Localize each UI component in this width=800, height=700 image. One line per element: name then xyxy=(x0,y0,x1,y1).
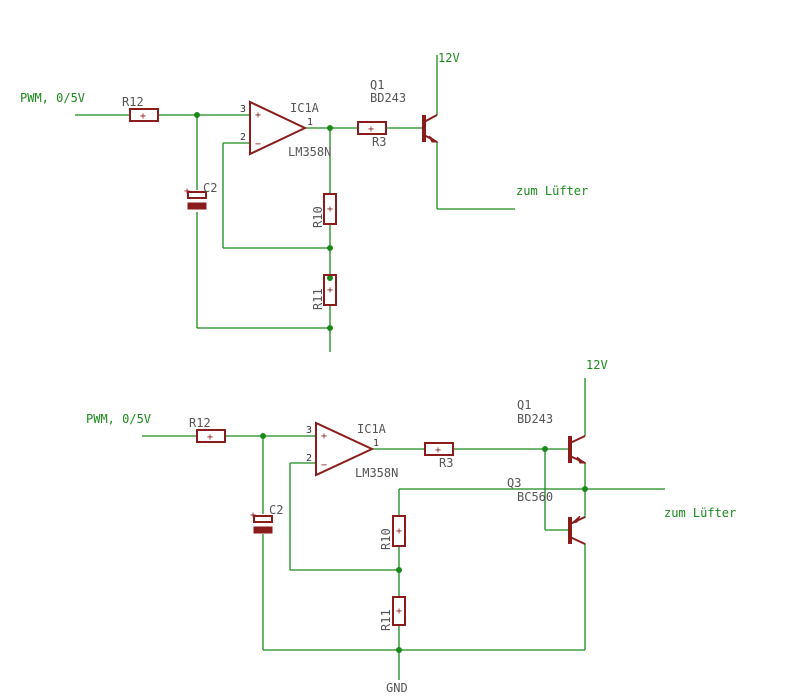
svg-text:+: + xyxy=(435,445,441,456)
svg-text:+: + xyxy=(255,110,261,121)
top-c2-label: C2 xyxy=(203,181,217,195)
bottom-q3-part-label: BC560 xyxy=(517,490,553,504)
top-resistor-r11: + xyxy=(323,274,337,306)
svg-text:−: − xyxy=(255,139,261,150)
top-q1-name-label: Q1 xyxy=(370,78,384,92)
svg-text:+: + xyxy=(327,204,333,215)
top-pin1-label: 1 xyxy=(307,117,313,128)
top-opamp-ic1a: + − xyxy=(249,100,308,156)
bottom-supply-label: 12V xyxy=(586,358,608,372)
bottom-opamp-ic1a: + − xyxy=(315,421,375,477)
top-input-label: PWM, 0/5V xyxy=(20,91,85,105)
top-r10-label: R10 xyxy=(311,206,325,228)
bottom-capacitor-c2: + xyxy=(250,510,273,534)
bottom-ic-name-label: IC1A xyxy=(357,422,387,436)
svg-text:+: + xyxy=(250,510,256,521)
svg-text:+: + xyxy=(140,111,146,122)
top-junction-feedback xyxy=(327,245,333,251)
bottom-r10-label: R10 xyxy=(379,528,393,550)
bottom-transistor-q1 xyxy=(568,435,587,464)
top-resistor-r3: + xyxy=(357,121,387,135)
bottom-circuit: + R12 + C2 + − 3 2 1 IC1A LM358N + R3 + xyxy=(86,358,736,695)
bottom-junction-emitter xyxy=(582,486,588,492)
svg-text:+: + xyxy=(184,186,190,197)
top-r3-label: R3 xyxy=(372,135,386,149)
top-r12-label: R12 xyxy=(122,95,144,109)
top-circuit: + R12 + C2 + − 3 2 1 IC1A LM358N + R3 + xyxy=(20,51,588,352)
bottom-resistor-r3: + xyxy=(424,442,454,456)
bottom-ground-label: GND xyxy=(386,681,408,695)
svg-text:+: + xyxy=(327,285,333,296)
top-junction-r11 xyxy=(327,275,333,281)
bottom-junction-input xyxy=(260,433,266,439)
bottom-junction-gnd xyxy=(396,647,402,653)
bottom-pin3-label: 3 xyxy=(306,425,312,436)
bottom-resistor-r11: + xyxy=(392,596,406,626)
top-output-label: zum Lüfter xyxy=(516,184,588,198)
bottom-r3-label: R3 xyxy=(439,456,453,470)
bottom-ic-part-label: LM358N xyxy=(355,466,398,480)
bottom-wires xyxy=(142,378,665,680)
top-ic-part-label: LM358N xyxy=(288,145,331,159)
top-resistor-r12: + xyxy=(129,108,159,122)
bottom-resistor-r10: + xyxy=(392,515,406,547)
bottom-q1-part-label: BD243 xyxy=(517,412,553,426)
top-capacitor-c2: + xyxy=(184,186,207,210)
bottom-pin1-label: 1 xyxy=(373,438,379,449)
top-junction-bottom xyxy=(327,325,333,331)
bottom-pin2-label: 2 xyxy=(306,453,312,464)
bottom-output-label: zum Lüfter xyxy=(664,506,736,520)
bottom-transistor-q3 xyxy=(568,515,586,545)
svg-text:+: + xyxy=(321,431,327,442)
top-junction-input xyxy=(194,112,200,118)
top-r11-label: R11 xyxy=(311,288,325,310)
top-supply-label: 12V xyxy=(438,51,460,65)
bottom-junction-base xyxy=(542,446,548,452)
bottom-c2-label: C2 xyxy=(269,503,283,517)
bottom-input-label: PWM, 0/5V xyxy=(86,412,151,426)
top-pin2-label: 2 xyxy=(240,132,246,143)
bottom-r12-label: R12 xyxy=(189,416,211,430)
top-junction-output xyxy=(327,125,333,131)
svg-text:+: + xyxy=(396,526,402,537)
svg-text:+: + xyxy=(368,124,374,135)
svg-text:+: + xyxy=(207,432,213,443)
top-q1-part-label: BD243 xyxy=(370,91,406,105)
top-pin3-label: 3 xyxy=(240,104,246,115)
svg-text:−: − xyxy=(321,460,327,471)
top-ic-name-label: IC1A xyxy=(290,101,320,115)
svg-text:+: + xyxy=(396,606,402,617)
bottom-q1-name-label: Q1 xyxy=(517,398,531,412)
bottom-resistor-r12: + xyxy=(196,429,226,443)
bottom-q3-name-label: Q3 xyxy=(507,476,521,490)
top-resistor-r10: + xyxy=(323,193,337,225)
bottom-r11-label: R11 xyxy=(379,609,393,631)
top-transistor-q1 xyxy=(422,114,439,143)
bottom-junction-feedback xyxy=(396,567,402,573)
